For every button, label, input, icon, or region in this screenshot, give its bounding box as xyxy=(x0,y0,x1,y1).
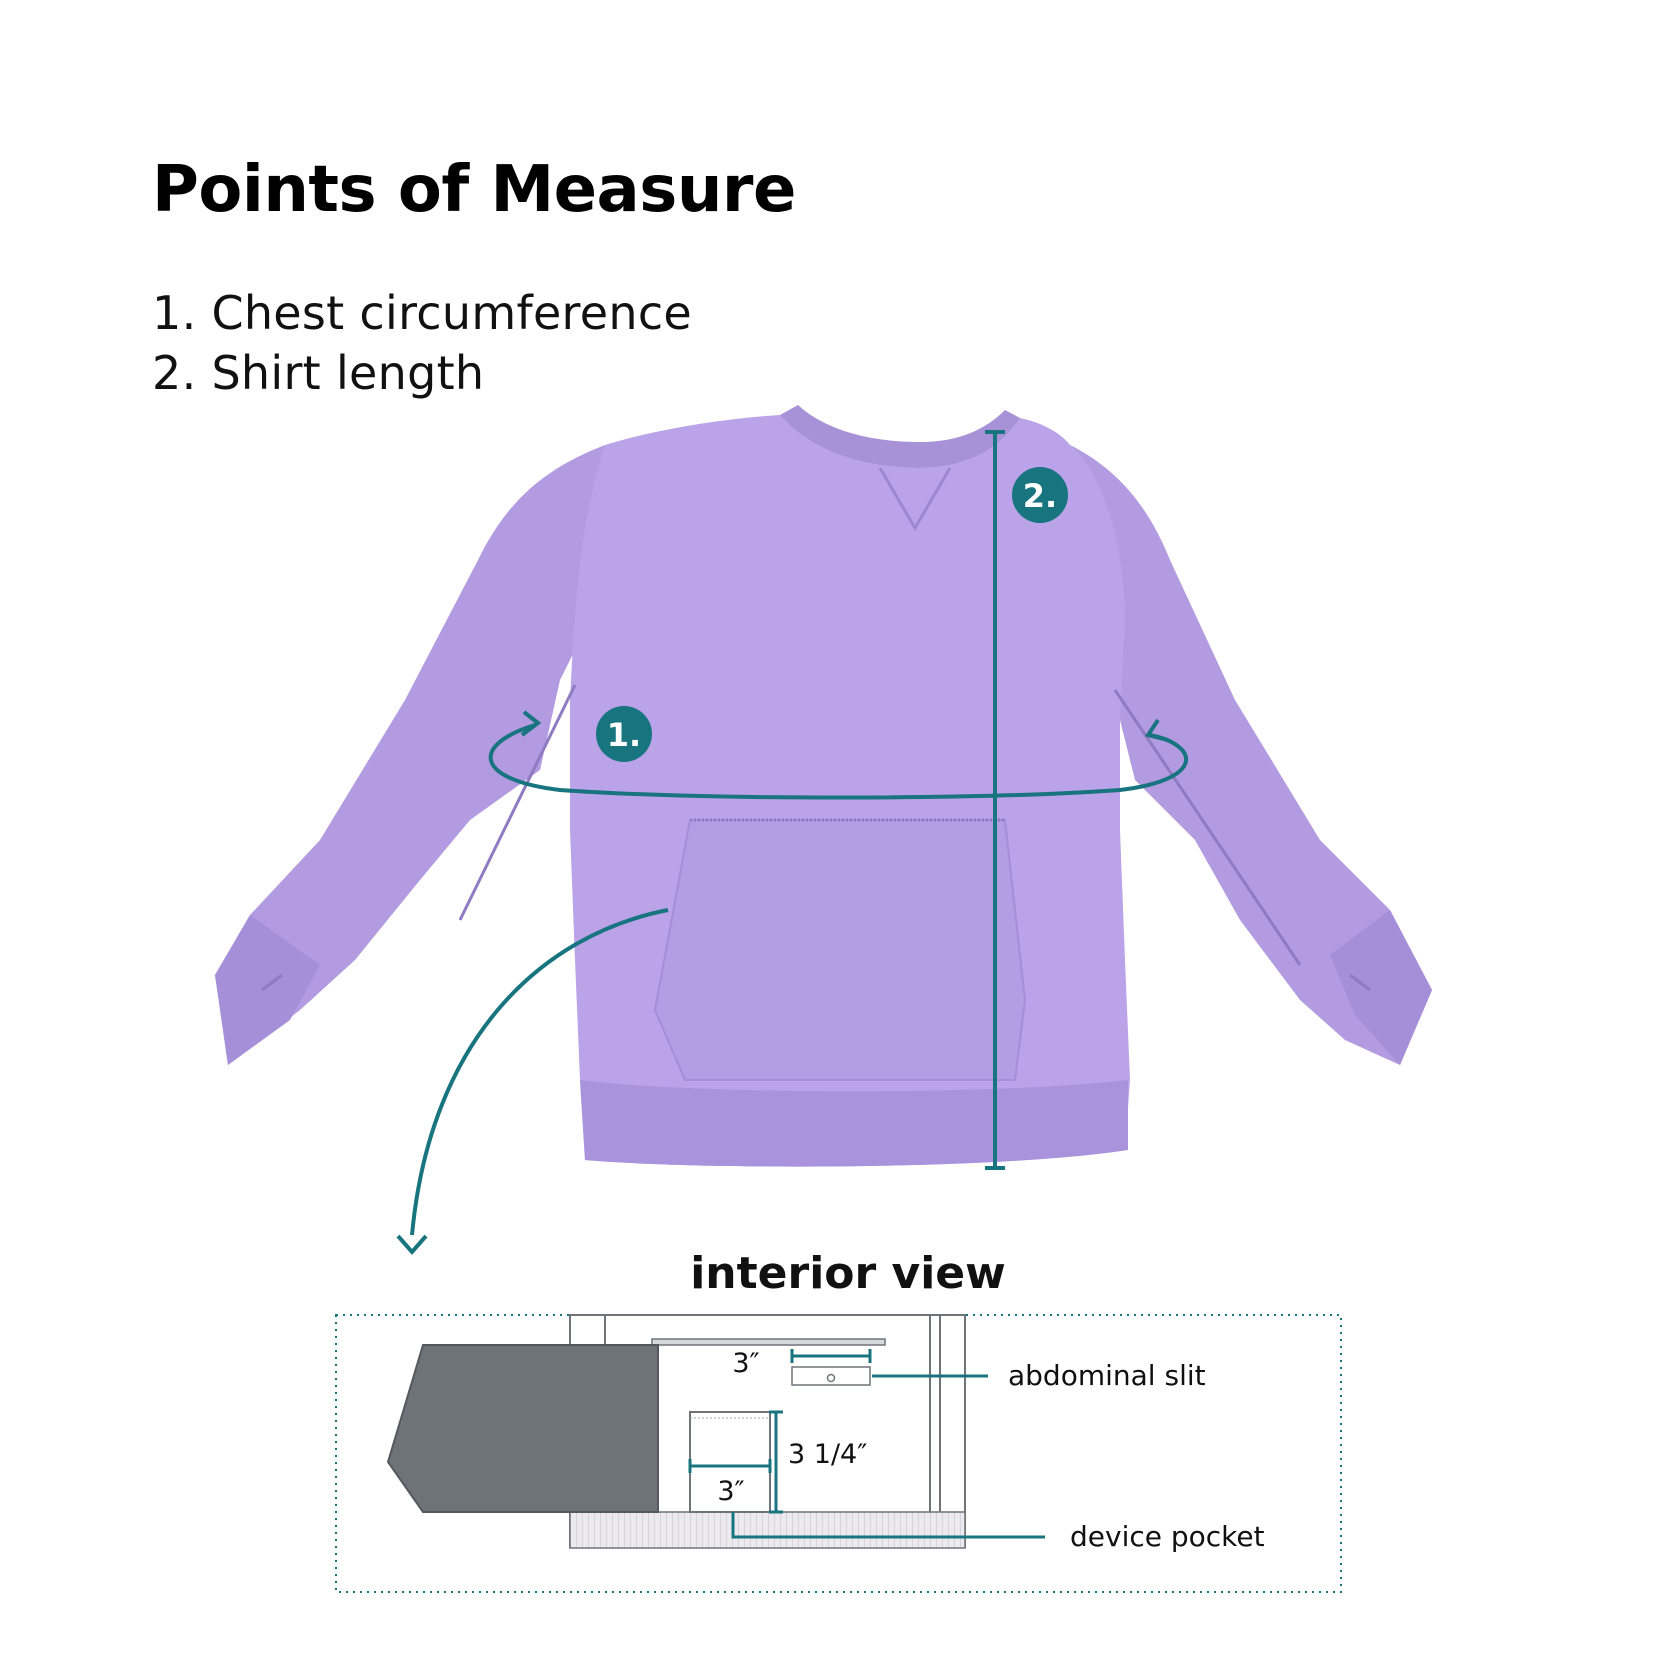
point-number: 1. xyxy=(152,286,197,340)
arrow-down-icon xyxy=(396,1234,428,1256)
marker-2: 2. xyxy=(1012,467,1068,523)
point-number: 2. xyxy=(152,346,197,400)
interior-heading: interior view xyxy=(690,1248,1006,1299)
slit-dimension: 3″ xyxy=(732,1348,872,1379)
pocket-height-label: 3 1/4″ xyxy=(788,1439,867,1470)
point-item-chest: 1. Chest circumference xyxy=(152,283,692,343)
sweatshirt-illustration xyxy=(215,405,1432,1167)
pocket-width-dimension: 3″ xyxy=(688,1459,772,1507)
point-text: Shirt length xyxy=(211,346,485,400)
pocket-height-dimension: 3 1/4″ xyxy=(769,1410,867,1514)
point-text: Chest circumference xyxy=(211,286,693,340)
marker-1-label: 1. xyxy=(607,716,641,754)
marker-2-label: 2. xyxy=(1023,477,1057,515)
device-pocket-leader xyxy=(731,1512,1045,1539)
shirt-length-line xyxy=(985,430,1005,1170)
points-of-measure-list: 1. Chest circumference 2. Shirt length xyxy=(152,283,692,403)
marker-1: 1. xyxy=(596,706,652,762)
point-item-length: 2. Shirt length xyxy=(152,343,692,403)
page-title: Points of Measure xyxy=(152,153,796,227)
callout-curve xyxy=(410,908,669,1236)
pocket-width-label: 3″ xyxy=(717,1476,744,1507)
chest-circumference-ellipse xyxy=(488,710,1188,800)
device-pocket-label: device pocket xyxy=(1070,1520,1265,1553)
slit-width-label: 3″ xyxy=(732,1348,759,1379)
interior-panel xyxy=(386,1314,966,1549)
abdominal-slit-label: abdominal slit xyxy=(1008,1359,1206,1392)
